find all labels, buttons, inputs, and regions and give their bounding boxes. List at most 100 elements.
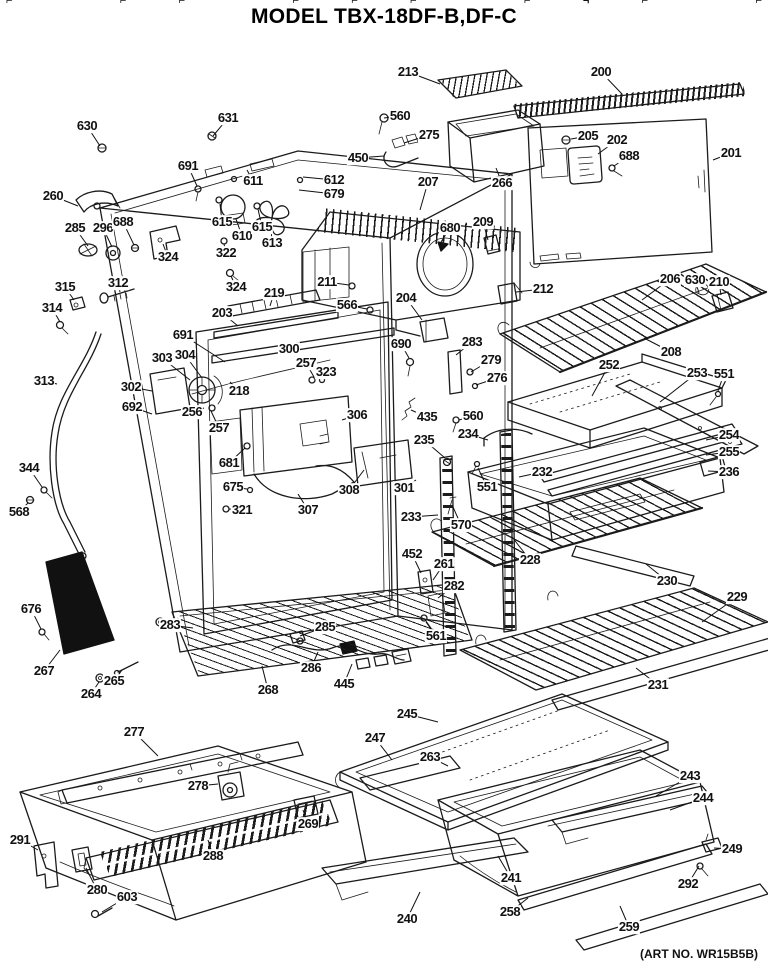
- part-callout-566: 566: [335, 297, 359, 313]
- page-top-artifacts: ⌐'⌐⌐'⌐⌐⌐'⌐¬⌐'⌐: [0, 0, 768, 7]
- part-callout-445: 445: [332, 676, 356, 692]
- part-callout-615: 615: [250, 219, 274, 235]
- part-callout-675: 675: [221, 479, 245, 495]
- part-callout-680: 680: [438, 220, 462, 236]
- page-edge-artifact: ⌐: [292, 0, 299, 7]
- part-callout-612: 612: [322, 172, 346, 188]
- part-callout-264: 264: [79, 686, 103, 702]
- part-callout-236: 236: [717, 464, 741, 480]
- part-callout-207: 207: [416, 174, 440, 190]
- page-edge-artifact: ': [469, 0, 472, 7]
- part-callout-211: 211: [316, 274, 338, 290]
- part-callout-208: 208: [659, 344, 683, 360]
- part-callout-324: 324: [224, 279, 248, 295]
- part-callout-303: 303: [150, 350, 174, 366]
- part-callout-231: 231: [646, 677, 670, 693]
- part-callout-315: 315: [53, 279, 77, 295]
- part-callout-282: 282: [442, 578, 466, 594]
- part-callout-452: 452: [400, 546, 424, 562]
- part-callout-253: 253: [685, 365, 709, 381]
- part-callout-300: 300: [277, 341, 301, 357]
- part-callout-204: 204: [394, 290, 418, 306]
- part-callout-435: 435: [415, 409, 439, 425]
- part-callout-232: 232: [530, 464, 554, 480]
- part-callout-228: 228: [518, 552, 542, 568]
- part-callout-206: 206: [658, 271, 682, 287]
- part-callout-210: 210: [707, 274, 731, 290]
- part-callout-561: 561: [424, 628, 448, 644]
- part-callout-560: 560: [461, 408, 485, 424]
- page-edge-artifact: ⌐: [410, 0, 417, 7]
- part-callout-257: 257: [207, 420, 231, 436]
- part-callout-218: 218: [227, 383, 251, 399]
- part-callout-285: 285: [63, 220, 87, 236]
- part-callout-630: 630: [683, 272, 707, 288]
- part-callout-344: 344: [17, 460, 41, 476]
- page-edge-artifact: ': [700, 0, 704, 7]
- part-callout-296: 296: [91, 220, 115, 236]
- page-edge-artifact: ': [237, 0, 241, 7]
- part-callout-313: 313: [32, 373, 56, 389]
- part-callout-450: 450: [346, 150, 370, 166]
- part-callout-256: 256: [180, 404, 204, 420]
- part-callout-560: 560: [388, 108, 412, 124]
- part-callout-301: 301: [392, 480, 416, 496]
- part-callout-603: 603: [115, 889, 139, 905]
- part-callout-568: 568: [7, 504, 31, 520]
- part-callout-676: 676: [19, 601, 43, 617]
- part-callout-312: 312: [106, 275, 130, 291]
- vegetable-pan-left: [19, 745, 529, 921]
- part-callout-280: 280: [85, 882, 109, 898]
- part-callout-261: 261: [432, 556, 456, 572]
- part-callout-691: 691: [176, 158, 200, 174]
- part-callout-203: 203: [210, 305, 234, 321]
- part-callout-244: 244: [691, 790, 715, 806]
- part-callout-690: 690: [389, 336, 413, 352]
- part-callout-233: 233: [399, 509, 423, 525]
- part-callout-277: 277: [122, 724, 146, 740]
- part-callout-243: 243: [678, 768, 702, 784]
- part-callout-201: 201: [719, 145, 743, 161]
- part-callout-688: 688: [617, 148, 641, 164]
- part-callout-257: 257: [294, 355, 318, 371]
- page-edge-artifact: ⌐: [755, 0, 762, 7]
- part-callout-681: 681: [217, 455, 241, 471]
- page-edge-artifact: ¬: [582, 0, 590, 7]
- part-callout-255: 255: [717, 444, 741, 460]
- part-callout-252: 252: [597, 357, 621, 373]
- part-callout-229: 229: [725, 589, 749, 605]
- part-callout-278: 278: [186, 778, 210, 794]
- part-callout-258: 258: [498, 904, 522, 920]
- part-callout-630: 630: [75, 118, 99, 134]
- part-callout-268: 268: [256, 682, 280, 698]
- part-callout-254: 254: [717, 427, 741, 443]
- part-callout-265: 265: [102, 673, 126, 689]
- part-callout-551: 551: [475, 479, 499, 495]
- part-callout-259: 259: [617, 919, 641, 935]
- part-callout-249: 249: [720, 841, 744, 857]
- part-callout-321: 321: [230, 502, 254, 518]
- part-callout-219: 219: [262, 285, 286, 301]
- part-callout-551: 551: [712, 366, 736, 382]
- part-callout-212: 212: [531, 281, 555, 297]
- part-callout-324: 324: [156, 249, 180, 265]
- page-edge-artifact: ': [64, 0, 68, 7]
- part-callout-213: 213: [396, 64, 420, 80]
- part-callout-245: 245: [395, 706, 419, 722]
- part-callout-688: 688: [111, 214, 135, 230]
- part-callout-288: 288: [201, 848, 225, 864]
- part-callout-611: 611: [242, 173, 264, 189]
- part-callout-307: 307: [296, 502, 320, 518]
- part-callout-230: 230: [655, 573, 679, 589]
- pan-cover-245: [335, 693, 669, 831]
- part-callout-260: 260: [41, 188, 65, 204]
- part-callout-692: 692: [120, 399, 144, 415]
- part-callout-314: 314: [40, 300, 64, 316]
- part-callout-283: 283: [158, 617, 182, 633]
- part-callout-202: 202: [605, 132, 629, 148]
- part-callout-235: 235: [412, 432, 436, 448]
- part-callout-291: 291: [8, 832, 32, 848]
- part-callout-267: 267: [32, 663, 56, 679]
- part-callout-240: 240: [395, 911, 419, 927]
